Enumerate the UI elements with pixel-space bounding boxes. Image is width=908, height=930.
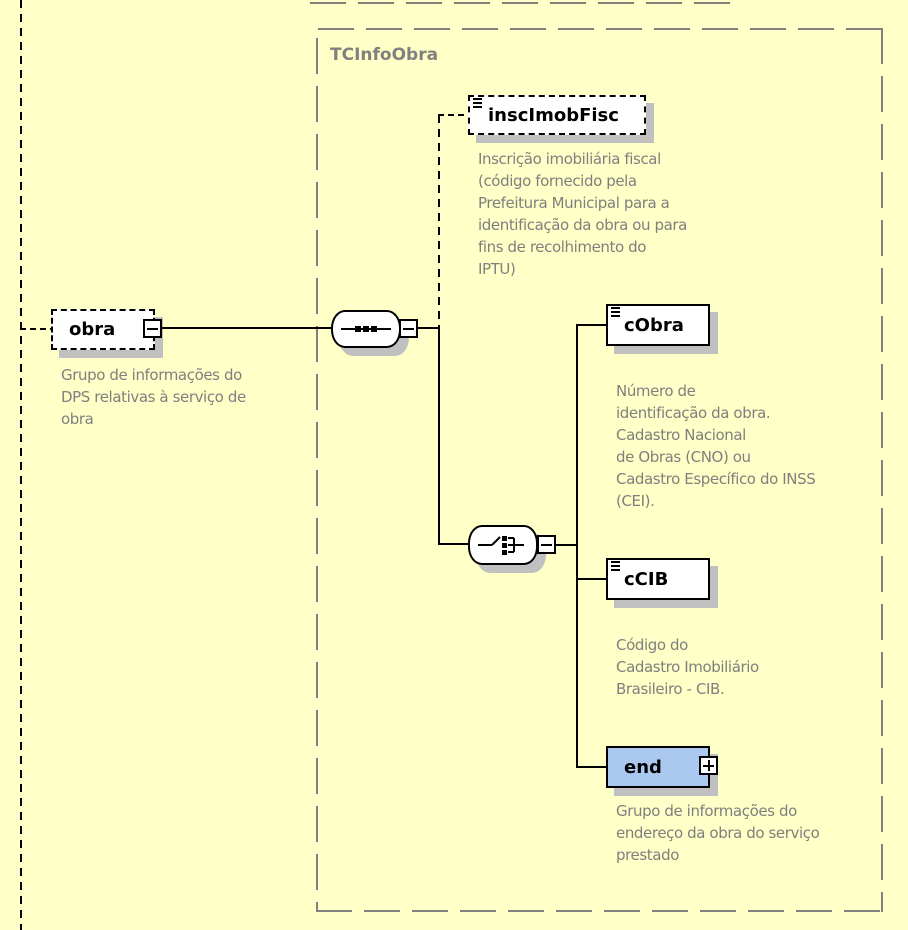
cCIB-documentation: Código do Cadastro Imobiliário Brasileir… <box>616 636 759 698</box>
frame-bottom-border <box>316 910 884 912</box>
element-cObra[interactable]: cObra <box>606 304 710 346</box>
parent-connector-line <box>20 0 22 930</box>
element-inscImobFisc-label: inscImobFisc <box>488 104 619 126</box>
end-connector <box>576 766 608 768</box>
element-cCIB-label: cCIB <box>624 568 669 590</box>
cObra-connector <box>576 324 608 326</box>
choice-compositor[interactable] <box>468 525 538 565</box>
complex-type-title: TCInfoObra <box>330 45 439 65</box>
element-obra-label: obra <box>69 319 116 340</box>
sequence-collapse-button[interactable] <box>399 319 418 338</box>
frame-left-border <box>316 38 318 912</box>
sequence-trunk-h <box>418 327 438 329</box>
choice-trunk-v <box>576 324 578 768</box>
inscImobFisc-connector-h <box>438 114 468 116</box>
choice-trunk-h <box>555 544 577 546</box>
inscImobFisc-documentation: Inscrição imobiliária fiscal (código for… <box>478 150 687 278</box>
obra-collapse-button[interactable] <box>143 319 162 338</box>
end-expand-button[interactable] <box>699 756 718 775</box>
sequence-compositor[interactable] <box>331 310 401 348</box>
element-inscImobFisc[interactable]: inscImobFisc <box>468 95 646 135</box>
minus-icon <box>403 327 414 330</box>
trunk-to-choice-line <box>438 543 470 545</box>
sequence-icon <box>341 326 391 332</box>
simple-type-icon <box>611 561 620 573</box>
choice-icon <box>478 536 524 555</box>
frame-right-border <box>881 28 883 912</box>
element-obra[interactable]: obra <box>51 309 155 350</box>
cCIB-connector <box>576 578 608 580</box>
cObra-documentation: Número de identificação da obra. Cadastr… <box>616 382 816 510</box>
parent-frame-top <box>310 2 730 4</box>
simple-type-icon <box>611 307 620 319</box>
minus-icon <box>147 327 158 330</box>
simple-type-icon <box>473 98 482 110</box>
plus-icon-v <box>707 760 710 771</box>
element-cObra-label: cObra <box>624 314 684 336</box>
inscImobFisc-connector-v <box>438 115 440 328</box>
choice-collapse-button[interactable] <box>537 535 556 554</box>
frame-top-border <box>318 28 884 30</box>
obra-to-sequence-line <box>162 327 332 329</box>
obra-connector-line <box>20 328 52 330</box>
element-end[interactable]: end <box>606 746 710 788</box>
sequence-trunk-v <box>438 328 440 545</box>
element-end-label: end <box>624 756 662 778</box>
obra-documentation: Grupo de informações do DPS relativas à … <box>61 366 246 428</box>
end-documentation: Grupo de informações do endereço da obra… <box>616 802 820 864</box>
element-cCIB[interactable]: cCIB <box>606 558 710 600</box>
minus-icon <box>541 543 552 546</box>
